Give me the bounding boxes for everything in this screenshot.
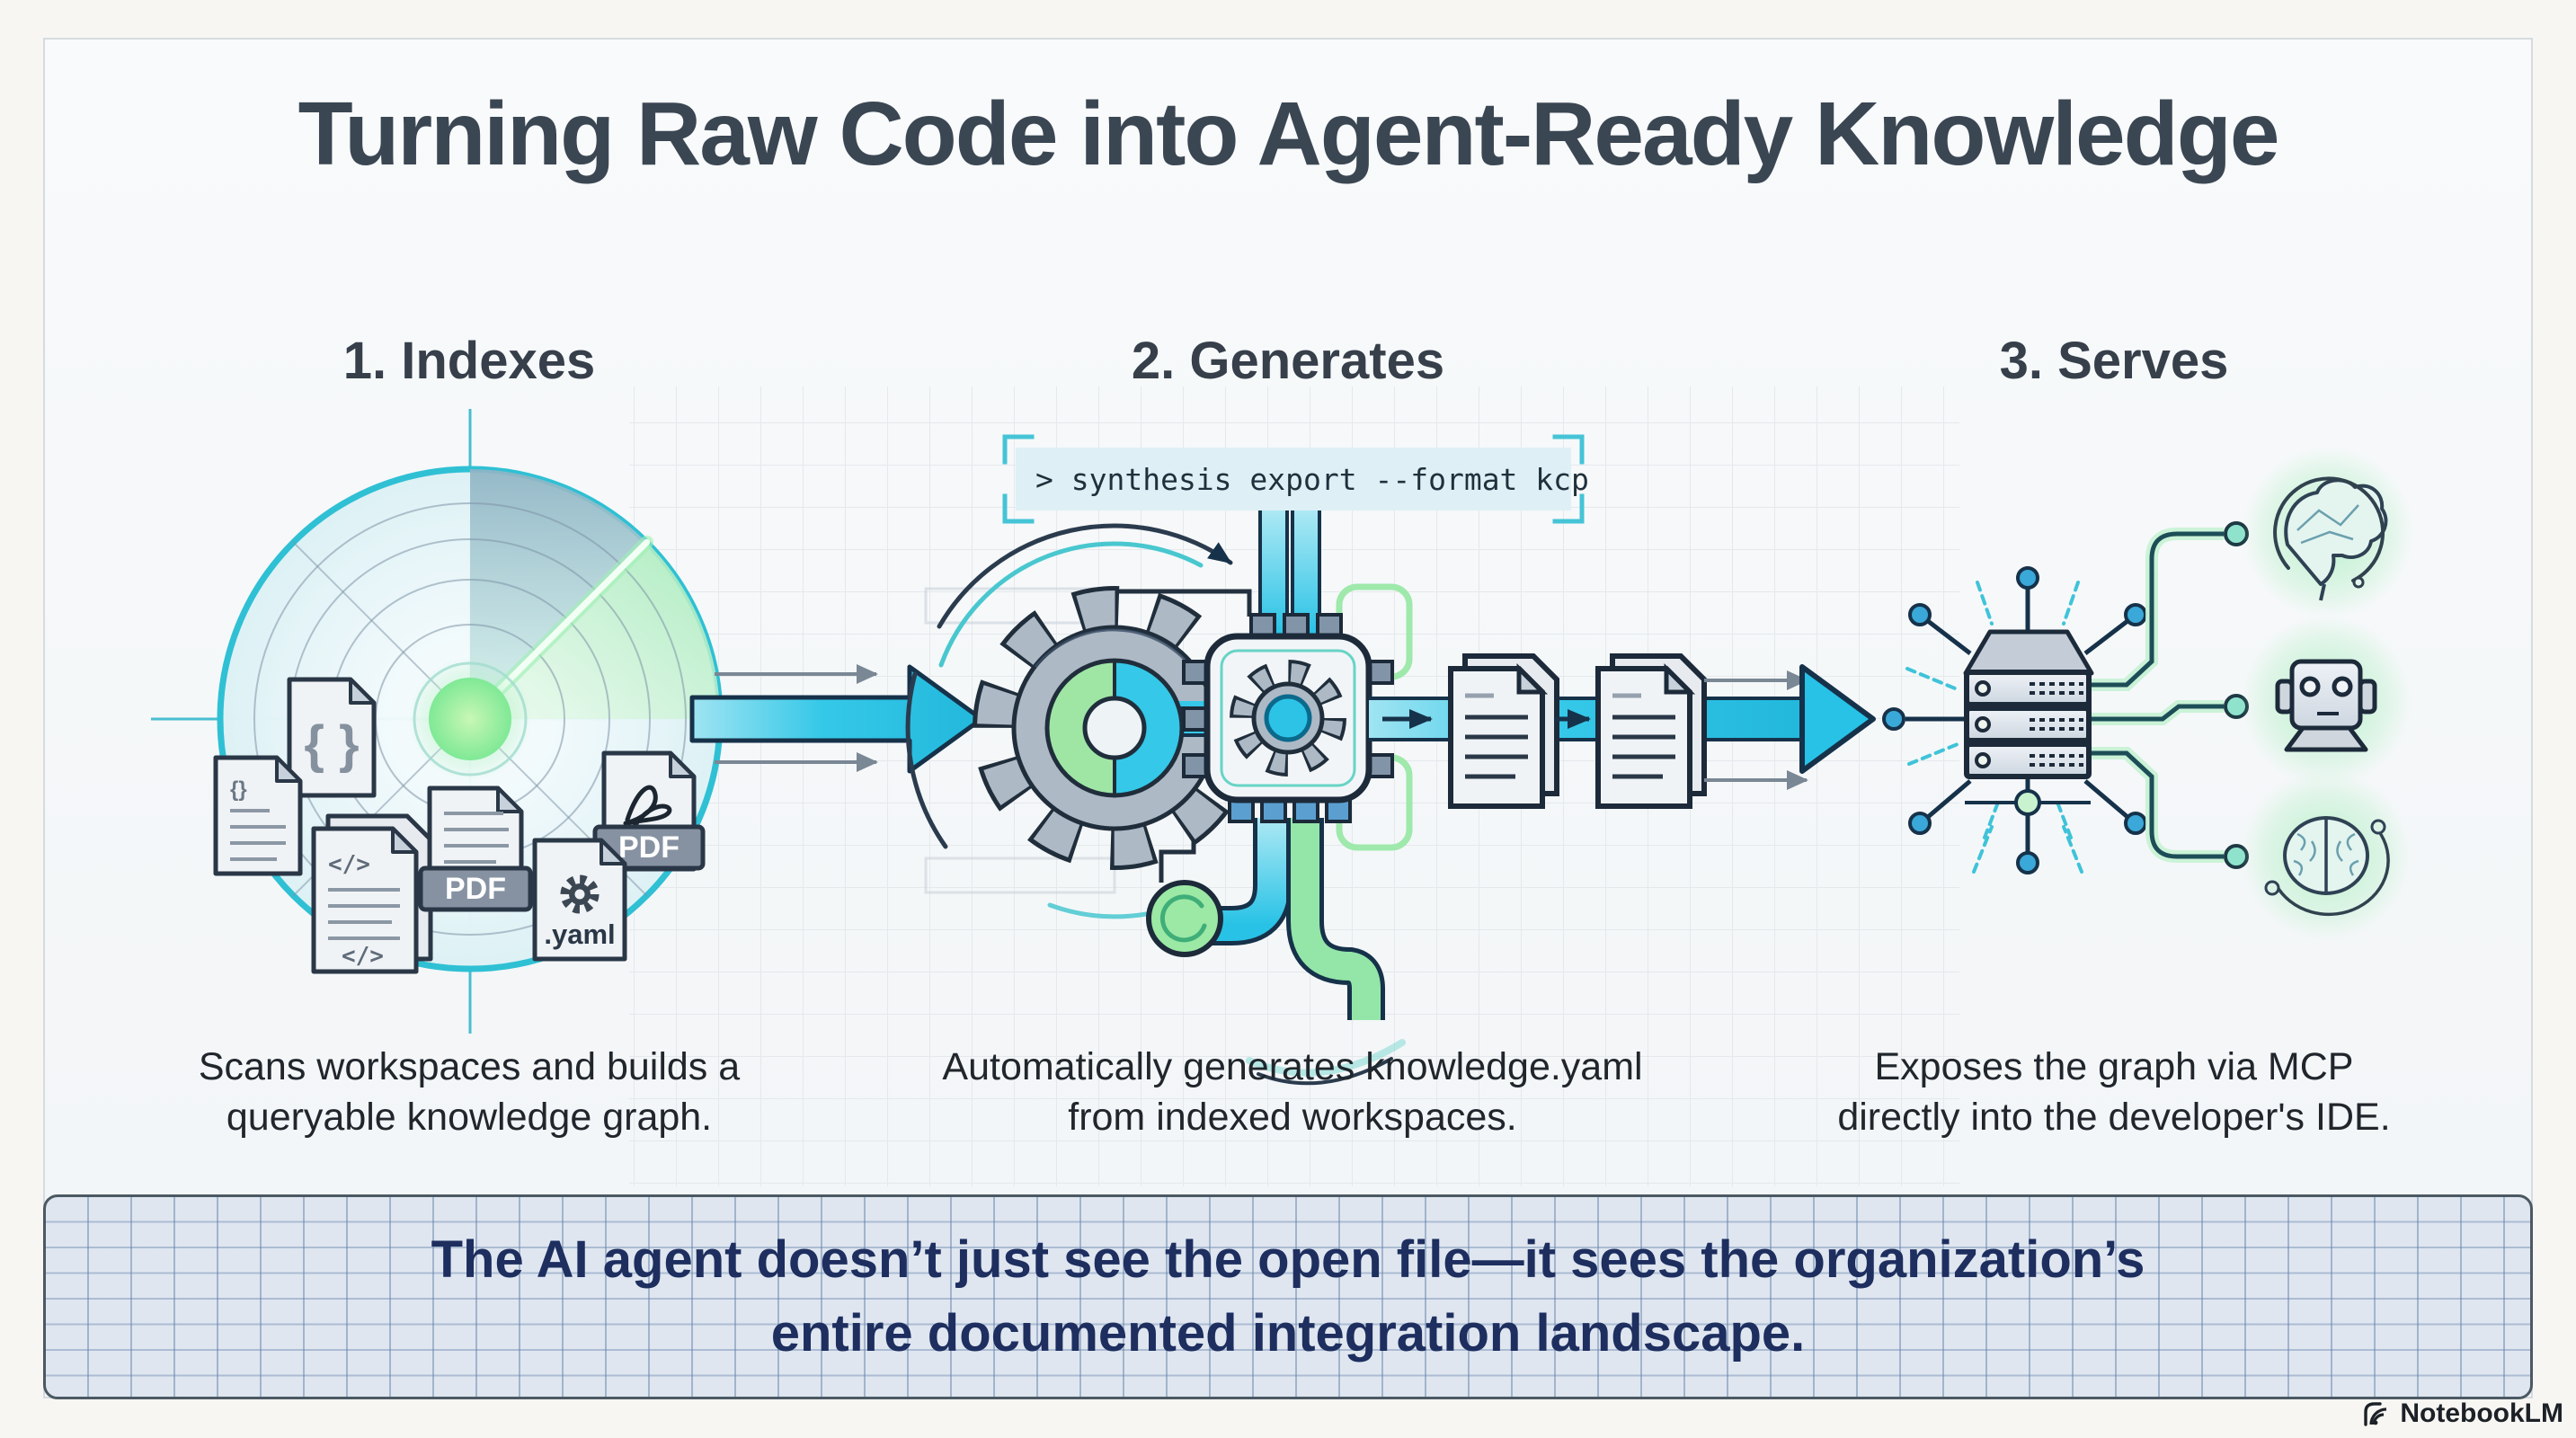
server-rack-icon: [1882, 521, 2249, 874]
desc-line: Exposes the graph via MCP: [1874, 1045, 2354, 1088]
desc-line: queryable knowledge graph.: [226, 1095, 713, 1139]
source-file-icons: { } {} </>: [213, 677, 706, 974]
section-description-indexes: Scans workspaces and builds a queryable …: [65, 1043, 874, 1143]
yaml-label: .yaml: [544, 919, 615, 950]
desc-line: Automatically generates knowledge.yaml: [942, 1045, 1643, 1088]
section-description-serves: Exposes the graph via MCP directly into …: [1710, 1043, 2518, 1143]
pdf-label: PDF: [618, 830, 680, 865]
brain-side-icon: [2273, 476, 2388, 601]
pdf-doc-icon: PDF: [418, 786, 533, 912]
knowledge-doc-stack: [1448, 653, 1559, 809]
code-tag-label: </>: [342, 943, 384, 970]
robot-head-icon: [2275, 659, 2377, 752]
braces-small-label: {}: [230, 777, 247, 802]
terminal-command-box: > synthesis export --format kcp: [1002, 434, 1589, 524]
json-file-icon: { }: [287, 677, 377, 798]
brand-footer: NotebookLM: [2362, 1398, 2563, 1429]
code-file-icon: </> </>: [311, 813, 433, 974]
braces-label: { }: [304, 715, 359, 774]
pdf-label: PDF: [445, 872, 506, 906]
brand-name: NotebookLM: [2400, 1398, 2563, 1428]
takeaway-banner: The AI agent doesn’t just see the open f…: [43, 1194, 2533, 1399]
section-heading-generates: 2. Generates: [1131, 332, 1445, 390]
knowledge-doc-stack: [1595, 653, 1707, 809]
gear-glyph-icon: [560, 874, 600, 914]
agent-icons: [2241, 447, 2413, 941]
section-heading-indexes: 1. Indexes: [342, 332, 596, 390]
acrobat-pdf-icon: PDF: [592, 750, 706, 872]
section-heading-serves: 3. Serves: [1999, 332, 2229, 390]
desc-line: Scans workspaces and builds a: [198, 1045, 741, 1088]
desc-line: directly into the developer's IDE.: [1837, 1095, 2391, 1139]
notebooklm-logo-icon: [2364, 1402, 2387, 1426]
desc-line: from indexed workspaces.: [1068, 1095, 1517, 1139]
yaml-file-icon: .yaml: [532, 838, 627, 962]
processor-chip-icon: [1182, 613, 1394, 823]
banner-line-2: entire documented integration landscape.: [770, 1304, 1806, 1363]
code-tag-label: </>: [328, 851, 370, 878]
flow-arrow-2: [1369, 653, 1876, 809]
terminal-command-text: > synthesis export --format kcp: [1035, 462, 1589, 497]
section-description-generates: Automatically generates knowledge.yaml f…: [888, 1043, 1697, 1143]
json-doc-icon: {}: [213, 755, 303, 876]
banner-line-1: The AI agent doesn’t just see the open f…: [431, 1229, 2145, 1289]
brain-top-icon: [2264, 816, 2390, 917]
page-title: Turning Raw Code into Agent-Ready Knowle…: [298, 84, 2280, 184]
